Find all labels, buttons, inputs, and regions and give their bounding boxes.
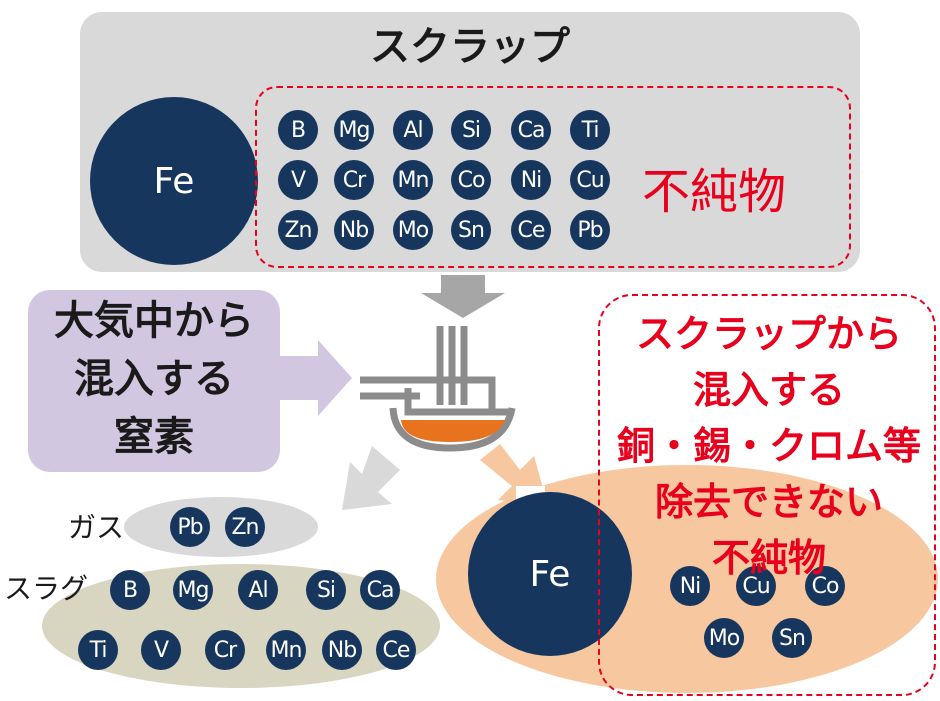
scrap-element: Pb bbox=[570, 210, 610, 250]
product-element: Sn bbox=[772, 618, 812, 658]
molten-metal bbox=[401, 420, 505, 442]
slag-element: Ca bbox=[360, 570, 400, 610]
remaining-line: スクラップから bbox=[635, 312, 902, 356]
scrap-down-arrow bbox=[421, 275, 505, 318]
scrap-iron-circle: Fe bbox=[90, 97, 258, 265]
scrap-element: Ni bbox=[511, 160, 551, 200]
product-iron-circle: Fe bbox=[468, 492, 632, 656]
product-element: Cu bbox=[736, 566, 776, 606]
furnace-icon bbox=[360, 326, 516, 452]
remaining-line: 除去できない bbox=[654, 480, 883, 524]
scrap-element: V bbox=[278, 160, 318, 200]
scrap-element: Mo bbox=[393, 210, 433, 250]
slag-element: Al bbox=[238, 570, 278, 610]
nitrogen-arrow bbox=[280, 340, 352, 416]
remaining-impurity-frame bbox=[598, 294, 936, 696]
scrap-element: Nb bbox=[334, 210, 374, 250]
slag-element: Ce bbox=[376, 630, 416, 670]
impurity-label: 不純物 bbox=[642, 164, 787, 220]
scrap-element: Ce bbox=[511, 210, 551, 250]
nitrogen-line: 窒素 bbox=[114, 414, 194, 460]
scrap-element: Zn bbox=[278, 210, 318, 250]
nitrogen-line: 大気中から bbox=[54, 298, 254, 344]
slag-element: Si bbox=[306, 570, 346, 610]
scrap-element: Sn bbox=[451, 210, 491, 250]
scrap-element: Cr bbox=[334, 160, 374, 200]
nitrogen-text: 大気中から 混入する 窒素 bbox=[28, 292, 280, 466]
product-element: Ni bbox=[670, 566, 710, 606]
slag-element: Ti bbox=[78, 630, 118, 670]
scrap-element: Mg bbox=[334, 110, 374, 150]
slag-element: Cr bbox=[205, 630, 245, 670]
gas-label: ガス bbox=[68, 511, 125, 544]
slag-element: Nb bbox=[322, 630, 362, 670]
scrap-element: Cu bbox=[570, 160, 610, 200]
gas-element: Pb bbox=[170, 507, 210, 547]
product-element: Mo bbox=[704, 618, 744, 658]
slag-element: B bbox=[110, 570, 150, 610]
scrap-title: スクラップ bbox=[370, 24, 570, 70]
slag-element: Mn bbox=[266, 630, 306, 670]
remaining-line: 不純物 bbox=[711, 536, 826, 580]
slag-label: スラグ bbox=[4, 572, 89, 605]
gas-element: Zn bbox=[225, 507, 265, 547]
nitrogen-line: 混入する bbox=[74, 356, 234, 402]
to-slag-arrow bbox=[342, 446, 400, 510]
scrap-element: Co bbox=[451, 160, 491, 200]
gas-ellipse bbox=[124, 497, 318, 557]
scrap-element: Ca bbox=[511, 110, 551, 150]
nitrogen-panel bbox=[28, 290, 280, 472]
remaining-line: 銅・錫・クロム等 bbox=[616, 424, 921, 468]
slag-element: Mg bbox=[173, 570, 213, 610]
product-element: Co bbox=[805, 566, 845, 606]
scrap-element: Mn bbox=[393, 160, 433, 200]
impurity-frame bbox=[255, 86, 851, 268]
scrap-element: Al bbox=[393, 110, 433, 150]
scrap-element: Ti bbox=[570, 110, 610, 150]
scrap-element: B bbox=[278, 110, 318, 150]
remaining-impurity-text: スクラップから 混入する 銅・錫・クロム等 除去できない 不純物 bbox=[598, 306, 940, 586]
remaining-line: 混入する bbox=[692, 368, 845, 412]
slag-element: V bbox=[141, 630, 181, 670]
scrap-element: Si bbox=[451, 110, 491, 150]
